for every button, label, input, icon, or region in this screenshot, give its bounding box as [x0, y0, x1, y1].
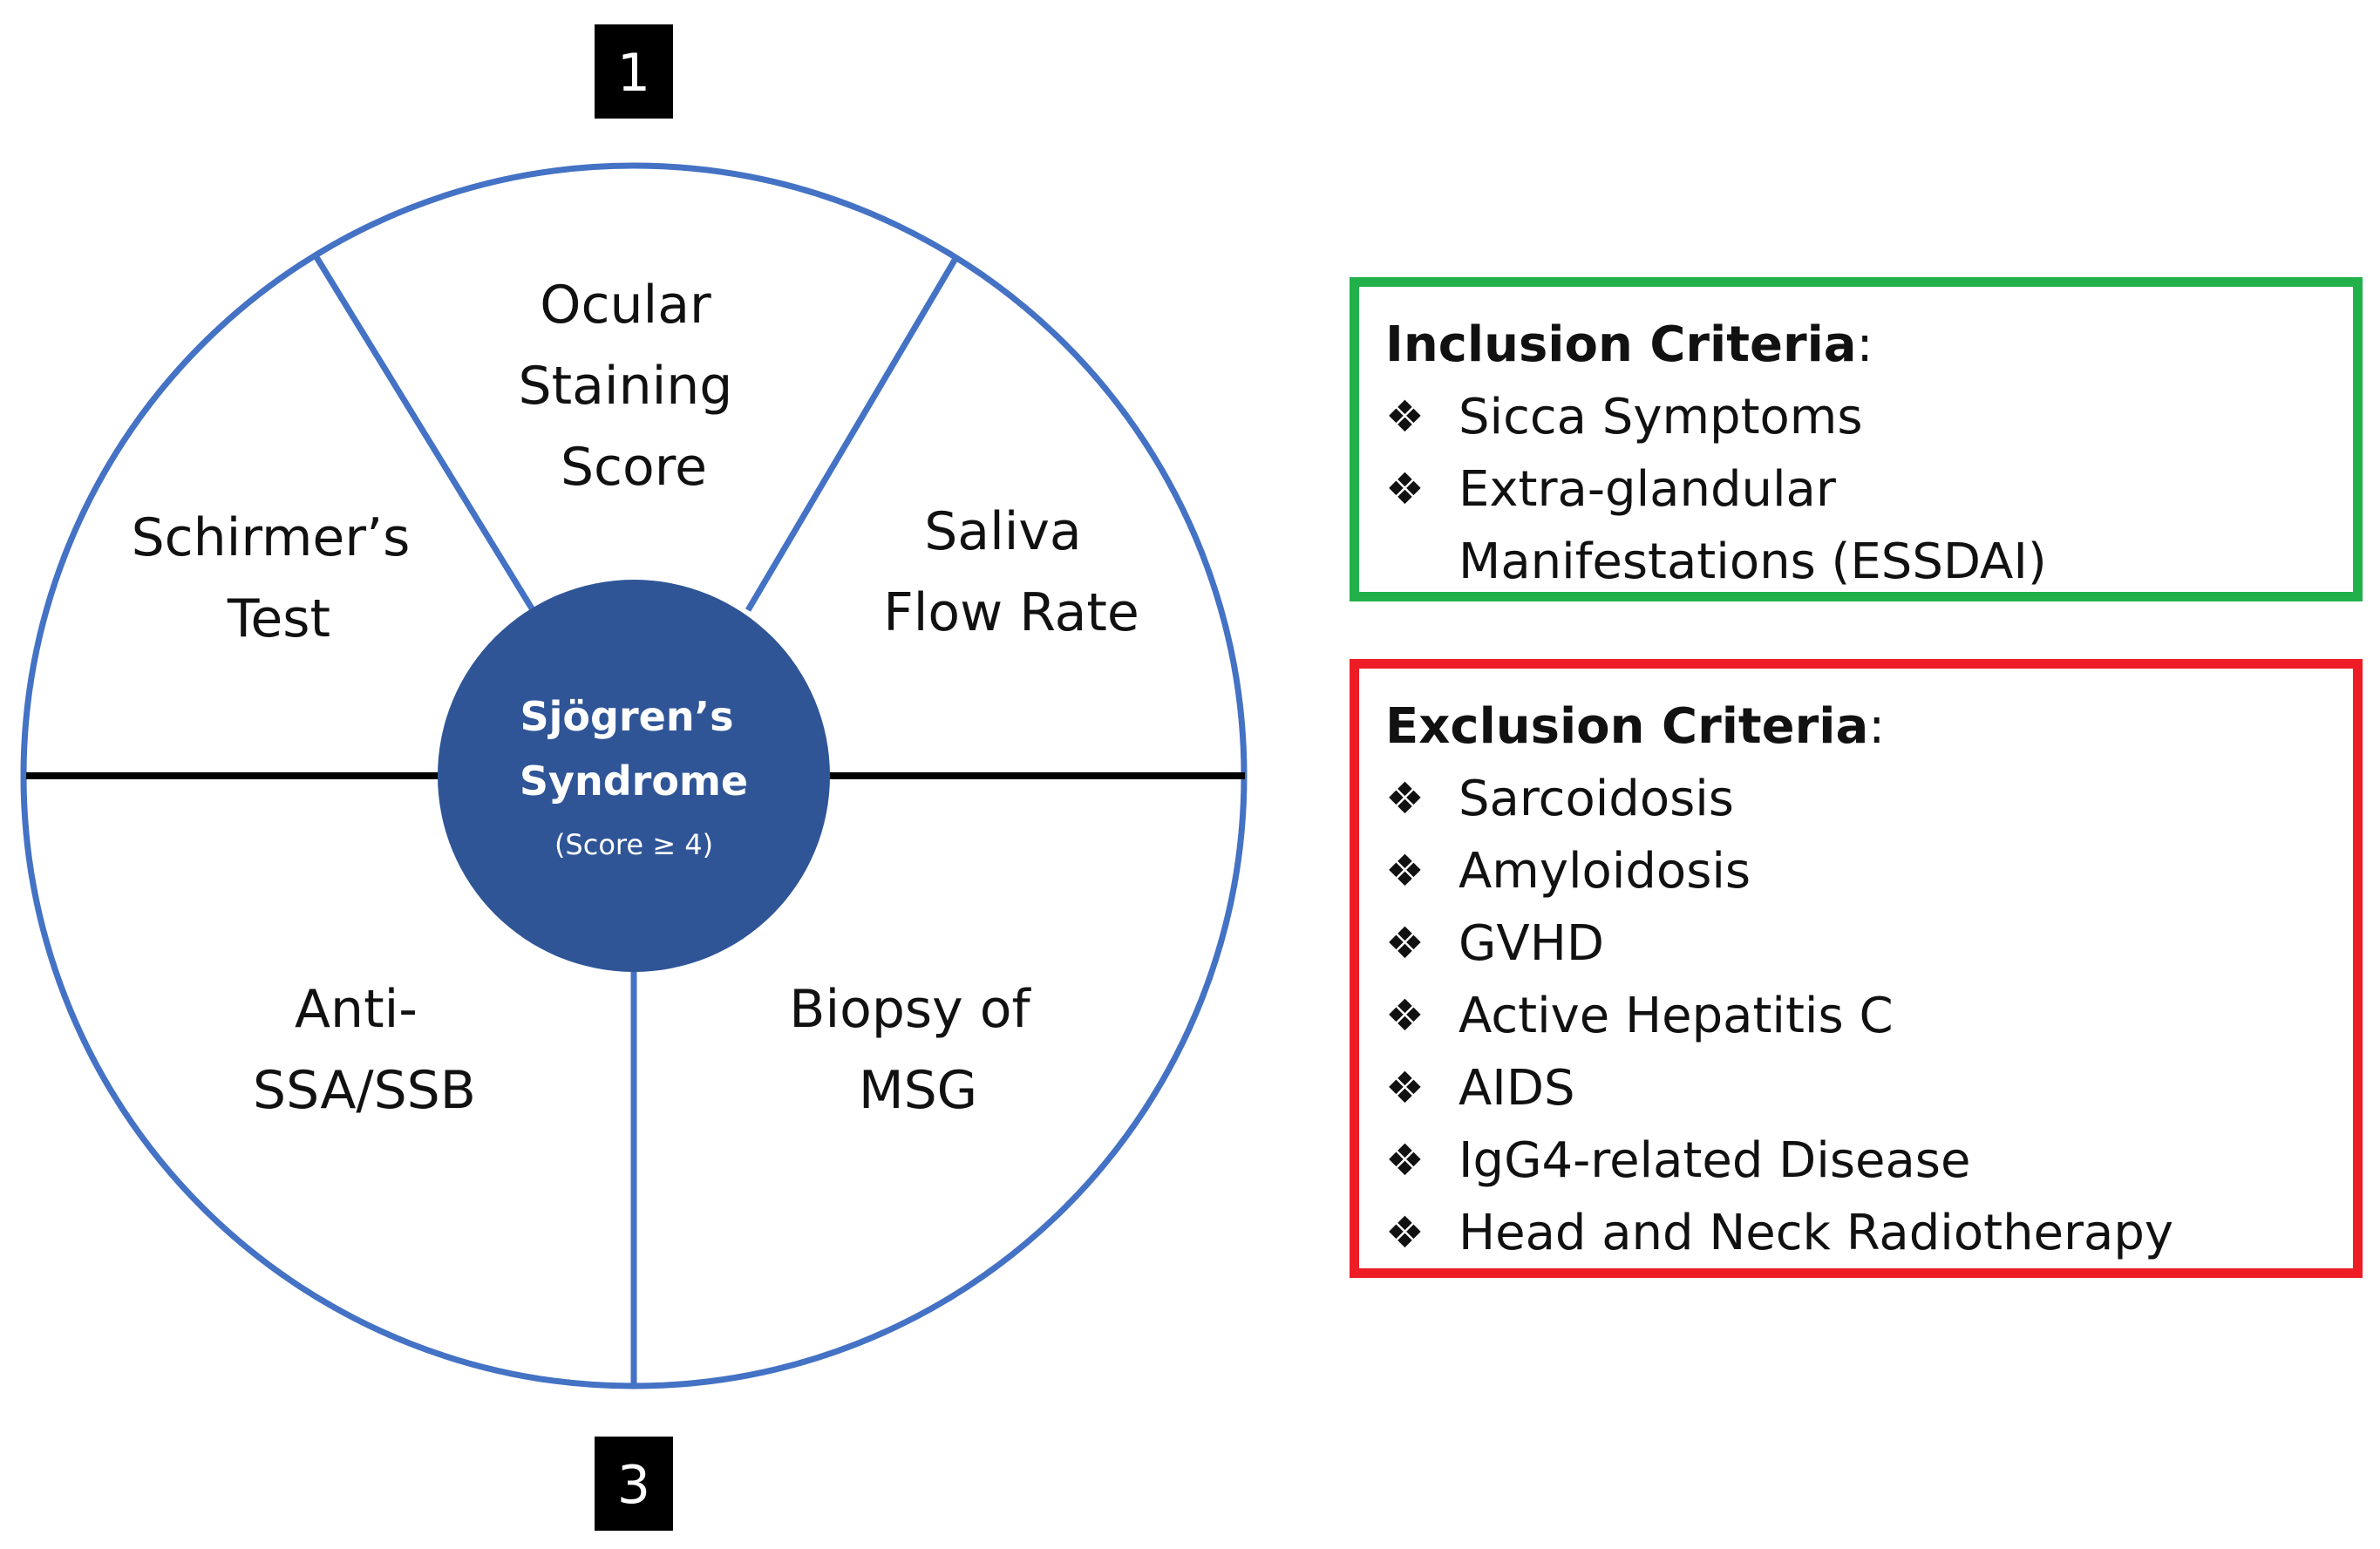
diamond-bullet-icon: ❖ — [1385, 990, 1425, 1041]
diamond-bullet-icon: ❖ — [1385, 1135, 1425, 1186]
diamond-bullet-icon: ❖ — [1385, 918, 1425, 968]
exclusion-item-text: IgG4-related Disease — [1459, 1132, 1971, 1189]
segment-schirmers-test: Schirmer’s Test — [132, 507, 427, 649]
inclusion-item-text: Sicca Symptoms — [1459, 389, 1863, 445]
list-item: ❖ Amyloidosis — [1385, 835, 2353, 907]
inclusion-list: ❖ Sicca Symptoms ❖ Extra-glandular Manifes… — [1385, 381, 2353, 598]
diamond-bullet-icon: ❖ — [1385, 1063, 1425, 1113]
exclusion-criteria-box: Exclusion Criteria: ❖ Sarcoidosis ❖ Amyloi… — [1350, 659, 2363, 1278]
center-circle — [438, 580, 830, 972]
exclusion-heading-text: Exclusion Criteria — [1385, 698, 1869, 755]
inclusion-heading-text: Inclusion Criteria — [1385, 316, 1857, 373]
exclusion-list: ❖ Sarcoidosis ❖ Amyloidosis ❖ GVHD ❖ Active … — [1385, 763, 2353, 1269]
list-item: ❖ Extra-glandular Manifestations (ESSDAI) — [1385, 453, 2353, 598]
list-item: ❖ Head and Neck Radiotherapy — [1385, 1197, 2353, 1269]
exclusion-item-text: AIDS — [1459, 1060, 1575, 1117]
list-item: ❖ AIDS — [1385, 1052, 2353, 1124]
diamond-bullet-icon: ❖ — [1385, 1207, 1425, 1258]
list-item: ❖ Sarcoidosis — [1385, 763, 2353, 835]
spoke-upper-left — [314, 255, 534, 610]
segment-ocular-staining-score: Ocular Staining Score — [519, 275, 750, 498]
segment-saliva-flow-rate: Saliva Flow Rate — [883, 501, 1139, 643]
exclusion-item-text: Active Hepatitis C — [1459, 988, 1894, 1044]
inclusion-criteria-box: Inclusion Criteria: ❖ Sicca Symptoms ❖ Ext… — [1350, 277, 2363, 601]
diamond-bullet-icon: ❖ — [1385, 773, 1425, 824]
exclusion-item-text: Amyloidosis — [1459, 843, 1751, 900]
top-badge — [595, 24, 673, 119]
top-badge-label: 1 — [617, 43, 650, 104]
bottom-badge — [595, 1437, 673, 1531]
inclusion-heading: Inclusion Criteria: — [1385, 309, 2353, 381]
list-item: ❖ IgG4-related Disease — [1385, 1124, 2353, 1197]
diamond-bullet-icon: ❖ — [1385, 464, 1425, 514]
list-item: ❖ GVHD — [1385, 907, 2353, 980]
exclusion-heading: Exclusion Criteria: — [1385, 691, 2353, 763]
segment-biopsy-of-msg: Biopsy of MSG — [789, 979, 1046, 1121]
exclusion-item-text: Sarcoidosis — [1459, 771, 1734, 827]
segment-anti-ssa-ssb: Anti- SSA/SSB — [253, 979, 476, 1121]
diamond-bullet-icon: ❖ — [1385, 846, 1425, 896]
exclusion-item-text: Head and Neck Radiotherapy — [1459, 1205, 2174, 1261]
list-item: ❖ Active Hepatitis C — [1385, 980, 2353, 1052]
spoke-upper-right — [745, 255, 960, 612]
exclusion-heading-colon: : — [1868, 698, 1886, 755]
diamond-bullet-icon: ❖ — [1385, 391, 1425, 442]
inclusion-heading-colon: : — [1856, 316, 1873, 373]
center-title: Sjögren’s Syndrome — [520, 693, 748, 805]
list-item: ❖ Sicca Symptoms — [1385, 381, 2353, 453]
inclusion-item-text: Extra-glandular Manifestations (ESSDAI) — [1459, 461, 2047, 590]
center-subtitle: (Score ≥ 4) — [554, 828, 713, 861]
exclusion-item-text: GVHD — [1459, 915, 1604, 972]
bottom-badge-label: 3 — [617, 1455, 650, 1516]
